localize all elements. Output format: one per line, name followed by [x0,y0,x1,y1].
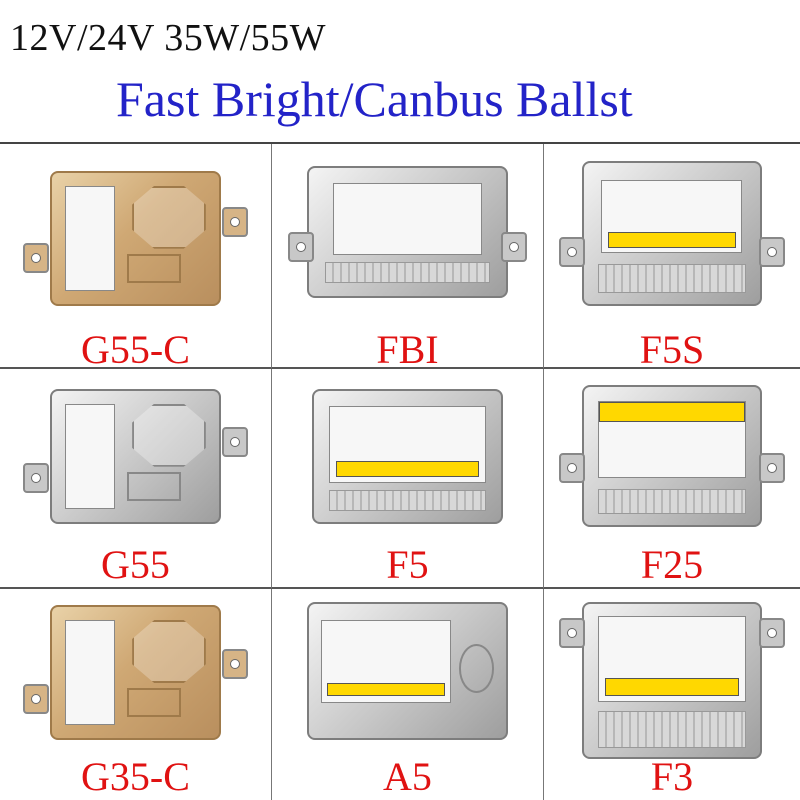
mount-tab-right [758,236,785,267]
header: 12V/24V 35W/55W Fast Bright/Canbus Balls… [0,0,800,142]
boost-strip [327,682,445,696]
product-card-g35c[interactable]: G35-C [0,589,272,800]
info-sticker [597,616,746,703]
product-label: F5 [386,542,429,587]
product-label: FBI [376,327,439,369]
product-label: F5S [639,327,705,369]
ballast-body [581,385,763,528]
fin-ribs [329,490,486,512]
product-image [288,157,527,322]
product-label: G35-C [81,754,190,799]
product-image [559,157,785,322]
voltage-wattage-title: 12V/24V 35W/55W [10,17,327,59]
product-line-title: Fast Bright/Canbus Ballst [116,71,633,127]
rect-emboss [127,688,181,718]
product-image [288,601,526,760]
mount-tab-left [23,683,50,714]
product-label: F3 [650,754,694,799]
side-label [65,403,116,509]
mount-tab-right [221,427,248,458]
mount-tab-left [559,617,586,648]
product-card-f5s[interactable]: F5S [544,144,800,369]
fin-ribs [325,262,490,283]
mount-tab-left [559,236,586,267]
info-sticker [329,406,486,483]
mount-tab-right [758,453,785,484]
mount-tab-right [221,649,248,680]
product-card-g55c[interactable]: G55-C [0,144,272,369]
caution-strip [604,677,740,697]
info-sticker [332,182,483,255]
octagon-emboss [132,185,206,249]
side-label [65,185,116,291]
mount-tab-left [23,462,50,493]
product-image [16,382,254,543]
product-image [16,602,254,760]
mount-tab-left [23,243,50,274]
mount-tab-right [758,617,785,648]
ballast-body [312,388,503,525]
product-grid: G55-C FBI F5S [0,142,800,800]
ballast-body [581,160,763,306]
info-sticker [601,179,743,254]
product-label: A5 [383,754,432,799]
product-image [16,157,254,322]
product-card-f25[interactable]: F25 [544,369,800,589]
product-card-f3[interactable]: F3 [544,589,800,800]
mount-tab-right [500,231,527,262]
product-card-f5[interactable]: F5 [272,369,544,589]
product-image [559,601,785,760]
ballast-body [307,601,508,741]
product-card-a5[interactable]: A5 [272,589,544,800]
mount-tab-right [221,206,248,237]
ballast-body [581,601,763,760]
scout-system-emblem [458,644,494,693]
product-image [288,382,526,543]
octagon-emboss [132,403,206,467]
info-sticker [321,619,451,704]
info-sticker [597,401,746,479]
product-card-fbi[interactable]: FBI [272,144,544,369]
mount-tab-left [559,453,586,484]
caution-strip [336,460,479,478]
rect-emboss [127,472,181,501]
fin-ribs [597,264,746,293]
mount-tab-left [288,231,315,262]
ballast-body [307,165,508,298]
product-label: F25 [640,542,704,587]
product-label: G55 [101,542,170,587]
caution-strip [608,232,736,248]
ballast-body [49,604,222,741]
product-label: G55-C [81,327,190,369]
product-card-g55[interactable]: G55 [0,369,272,589]
product-image [559,382,785,543]
side-label [65,620,116,726]
model-strip [598,402,745,422]
rect-emboss [127,253,181,283]
octagon-emboss [132,620,206,684]
ballast-body [49,170,222,306]
fin-ribs [597,711,746,749]
fin-ribs [597,489,746,515]
ballast-body [49,388,222,525]
